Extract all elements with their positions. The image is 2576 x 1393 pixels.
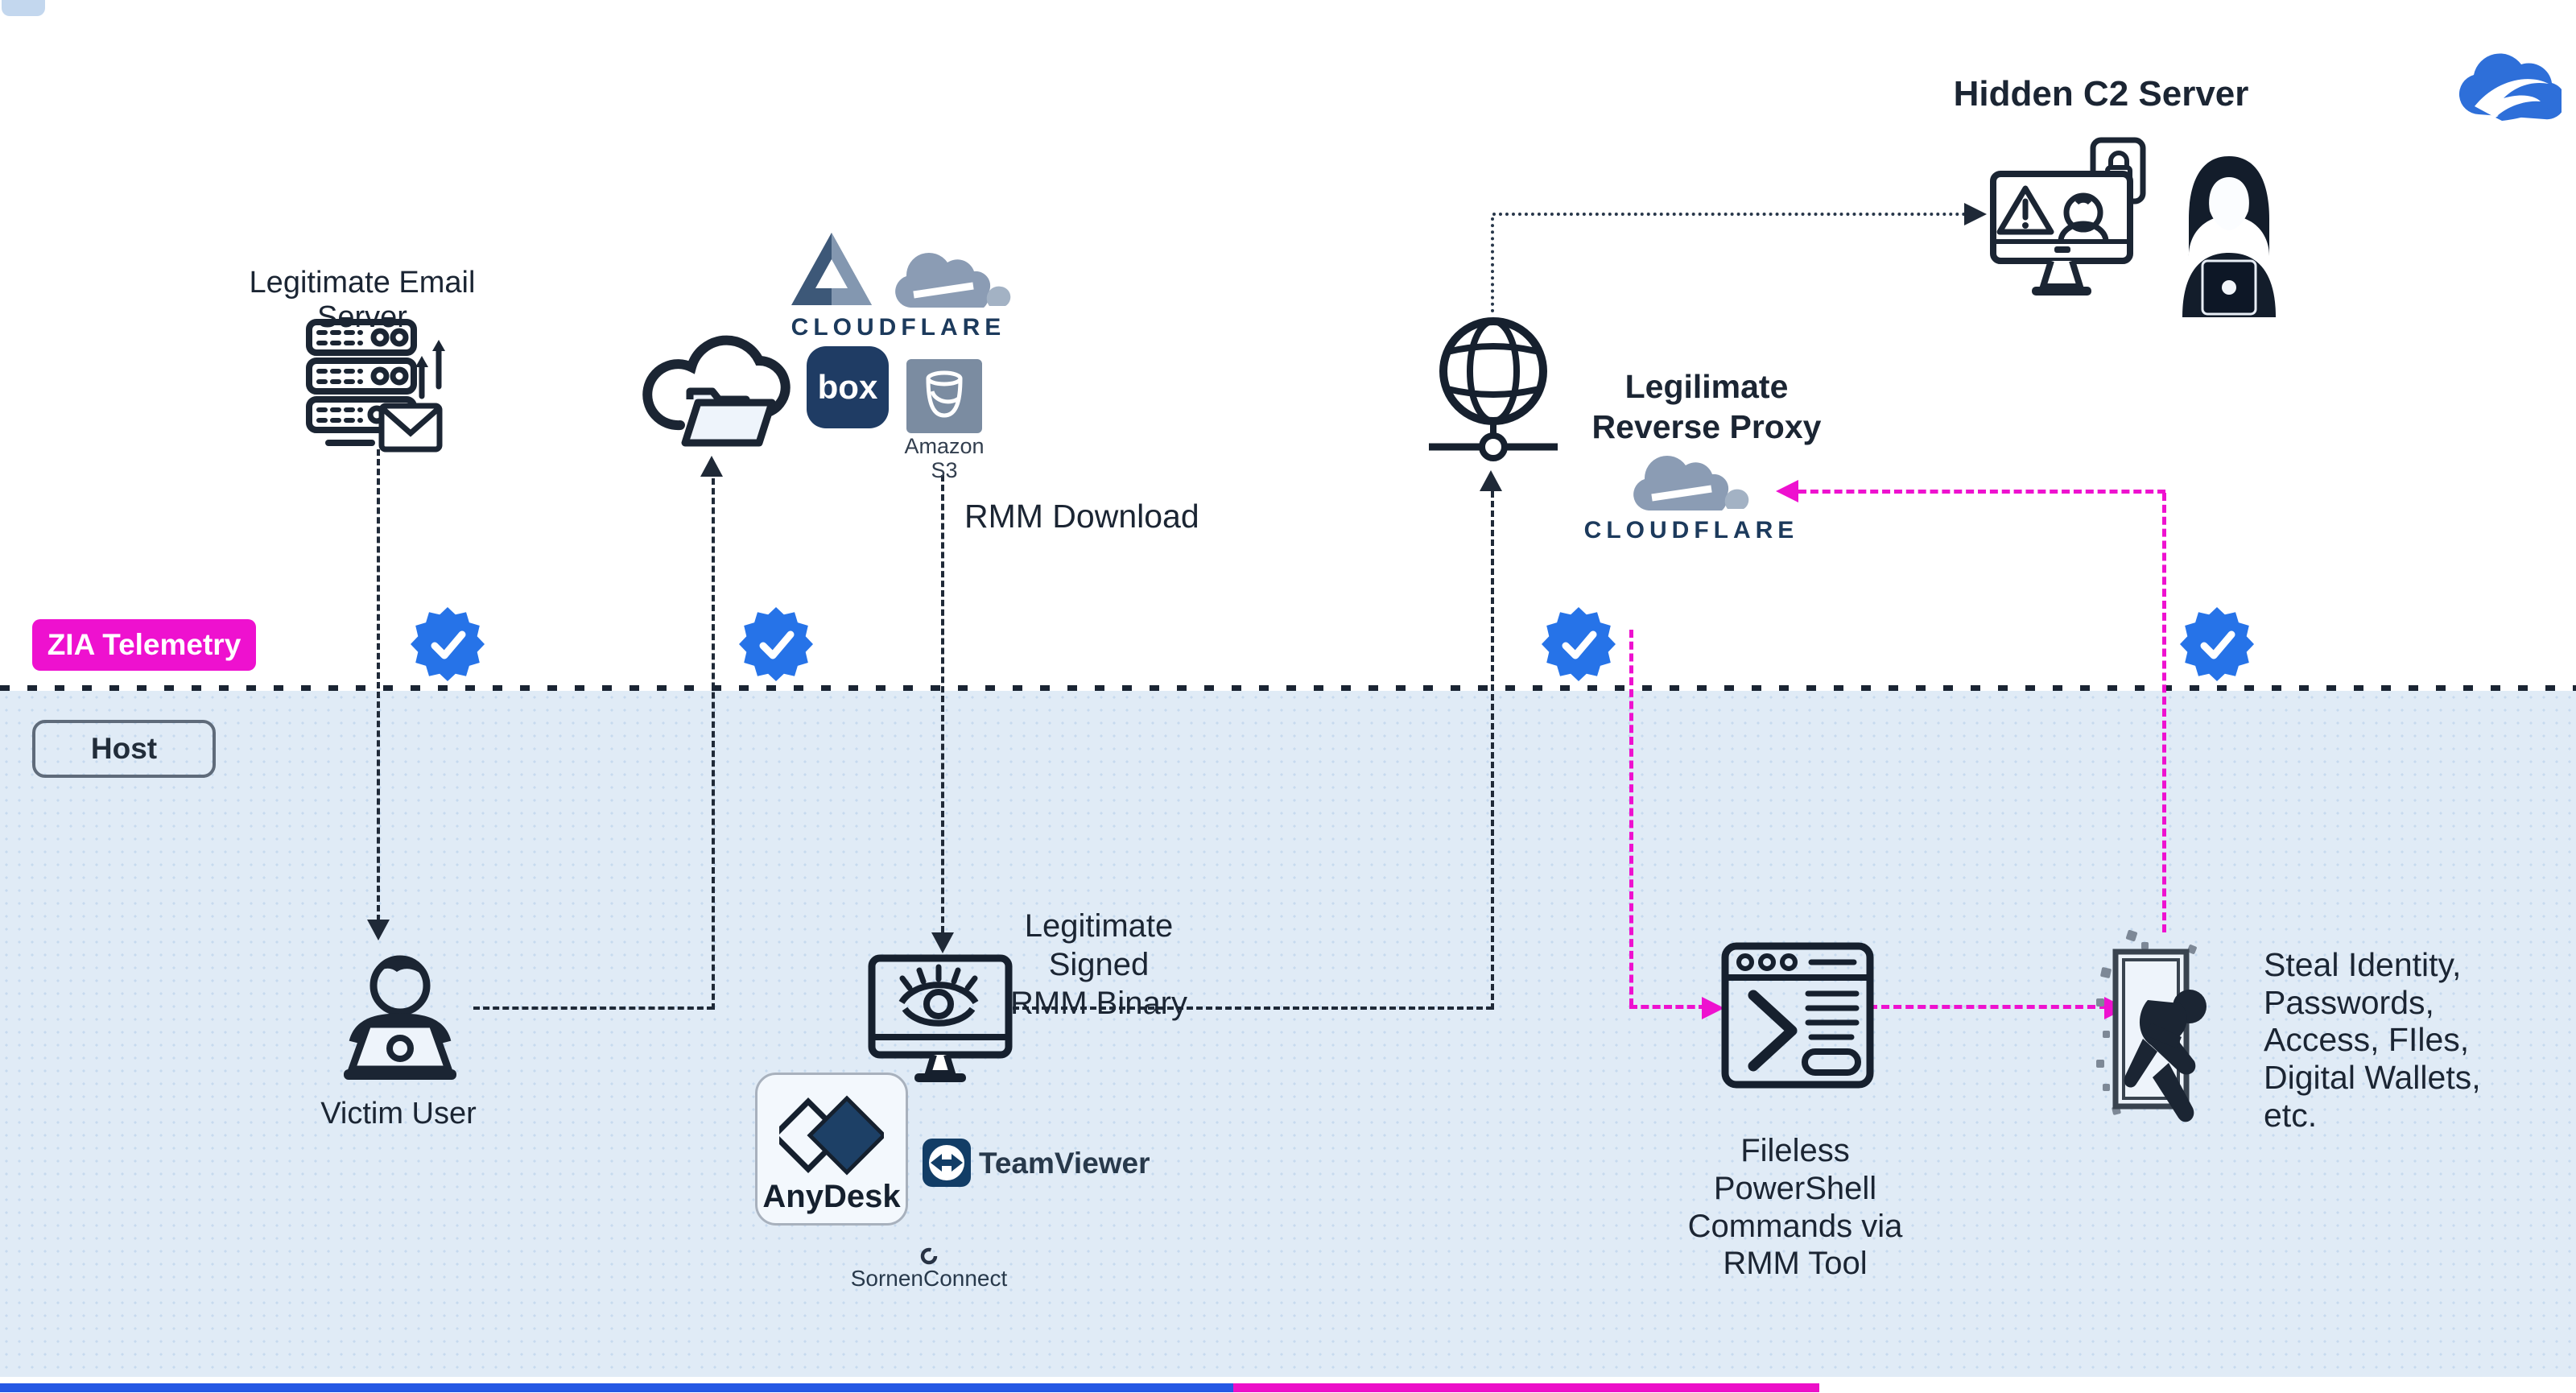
steal-data-label: Steal Identity, Passwords, Access, FIles… [2264,946,2570,1135]
arrowhead-to-powershell [1702,997,1724,1019]
c2-monitor-icon [1990,137,2146,296]
verified-check-badge [739,607,813,681]
email-server-icon [306,319,445,453]
rmm-download-label: RMM Download [964,498,1199,535]
anydesk-wordmark: AnyDesk [762,1179,901,1214]
bottom-bar-magenta [1233,1383,1819,1392]
reverse-proxy-label: Legilimate Reverse Proxy [1578,366,1835,447]
screenconnect-wordmark: SornenConnect [850,1266,1008,1291]
reverse-proxy-line2: Reverse Proxy [1591,408,1822,446]
verified-check-badge [1542,607,1616,681]
fileless-line2: PowerShell [1713,1170,1877,1206]
rmm-binary-label: Legitimate Signed RMM Binary [974,907,1224,1023]
powershell-terminal-icon [1721,942,1874,1089]
cloud-folder-icon [642,335,791,447]
arrowhead-to-rmm-binary [931,932,954,953]
steal-line1: Steal Identity, [2264,946,2462,983]
cloudflare-wordmark: CLOUDFLARE [791,314,1006,341]
google-drive-icon [791,233,872,305]
flow-c2-commands-horizontal [1629,1005,1707,1009]
arrowhead-to-cloudflare-proxy [1776,480,1798,502]
fileless-powershell-label: Fileless PowerShell Commands via RMM Too… [1670,1132,1920,1283]
amazon-s3-label: Amazon S3 [884,434,1005,482]
corner-artifact [2,0,45,16]
flow-victim-to-cloud-vertical [712,478,715,1010]
host-label: Host [90,732,158,765]
victim-user-icon [344,955,456,1080]
flow-victim-to-cloud-horizontal [473,1007,713,1010]
box-logo: box [807,346,889,428]
fileless-line3: Commands via [1687,1208,1903,1244]
flow-exfil-vertical [2162,493,2166,932]
arrowhead-to-cloud-storage [700,456,723,477]
fileless-line4: RMM Tool [1723,1246,1868,1282]
flow-proxy-to-c2-vertical [1491,217,1494,312]
flow-exfil-horizontal [1798,490,2165,494]
flow-binary-to-proxy-vertical [1491,491,1494,1010]
arrowhead-to-proxy [1480,470,1502,491]
steal-line2: Passwords, [2264,983,2434,1021]
box-wordmark: box [817,368,878,406]
flow-c2-commands-vertical [1629,630,1633,1007]
arrowhead-to-victim [367,920,390,940]
anydesk-card: AnyDesk [755,1073,908,1226]
flow-email-to-victim [377,449,380,921]
zia-telemetry-boundary-line [0,685,2576,691]
verified-check-badge [411,607,485,681]
flow-powershell-to-steal [1869,1005,2107,1009]
email-server-label: Legitimate Email Server [249,266,476,334]
arrowhead-to-c2 [1964,203,1987,225]
verified-check-badge [2180,607,2254,681]
zscaler-logo [2458,53,2562,121]
steal-line5: etc. [2264,1096,2318,1134]
amazon-s3-icon [906,359,982,433]
rmm-binary-line1: Legitimate Signed [1024,908,1174,982]
victim-user-label: Victim User [320,1097,477,1131]
zia-telemetry-label: ZIA Telemetry [47,628,242,661]
data-exfiltration-door-icon [2096,929,2207,1122]
flow-binary-to-proxy-horizontal [1013,1007,1492,1010]
host-badge: Host [32,720,216,778]
cloudflare-cloud-icon [1633,455,1749,510]
rmm-binary-monitor-icon [868,954,1013,1082]
bottom-bar-blue [0,1383,1233,1392]
zia-telemetry-badge: ZIA Telemetry [32,619,256,671]
screenconnect-icon [920,1247,938,1265]
cloudflare-cloud-icon [895,252,1011,308]
internet-globe-icon [1429,317,1558,461]
hidden-c2-title: Hidden C2 Server [1953,74,2249,114]
teamviewer-wordmark: TeamViewer [979,1147,1150,1180]
flow-rmm-download [941,475,944,932]
rmm-binary-line2: RMM Binary [1009,986,1188,1021]
cloudflare-proxy-wordmark: CLOUDFLARE [1583,517,1799,544]
amazon-s3-line1: Amazon [904,434,985,458]
reverse-proxy-line1: Legilimate [1624,368,1789,405]
flow-proxy-to-c2-horizontal [1492,213,1966,216]
fileless-line1: Fileless [1740,1133,1850,1168]
steal-line3: Access, FIles, [2264,1021,2470,1059]
steal-line4: Digital Wallets, [2264,1059,2481,1097]
amazon-s3-line2: S3 [931,457,958,482]
anydesk-icon [779,1095,884,1176]
hacker-icon [2182,156,2276,317]
teamviewer-icon [923,1139,971,1187]
